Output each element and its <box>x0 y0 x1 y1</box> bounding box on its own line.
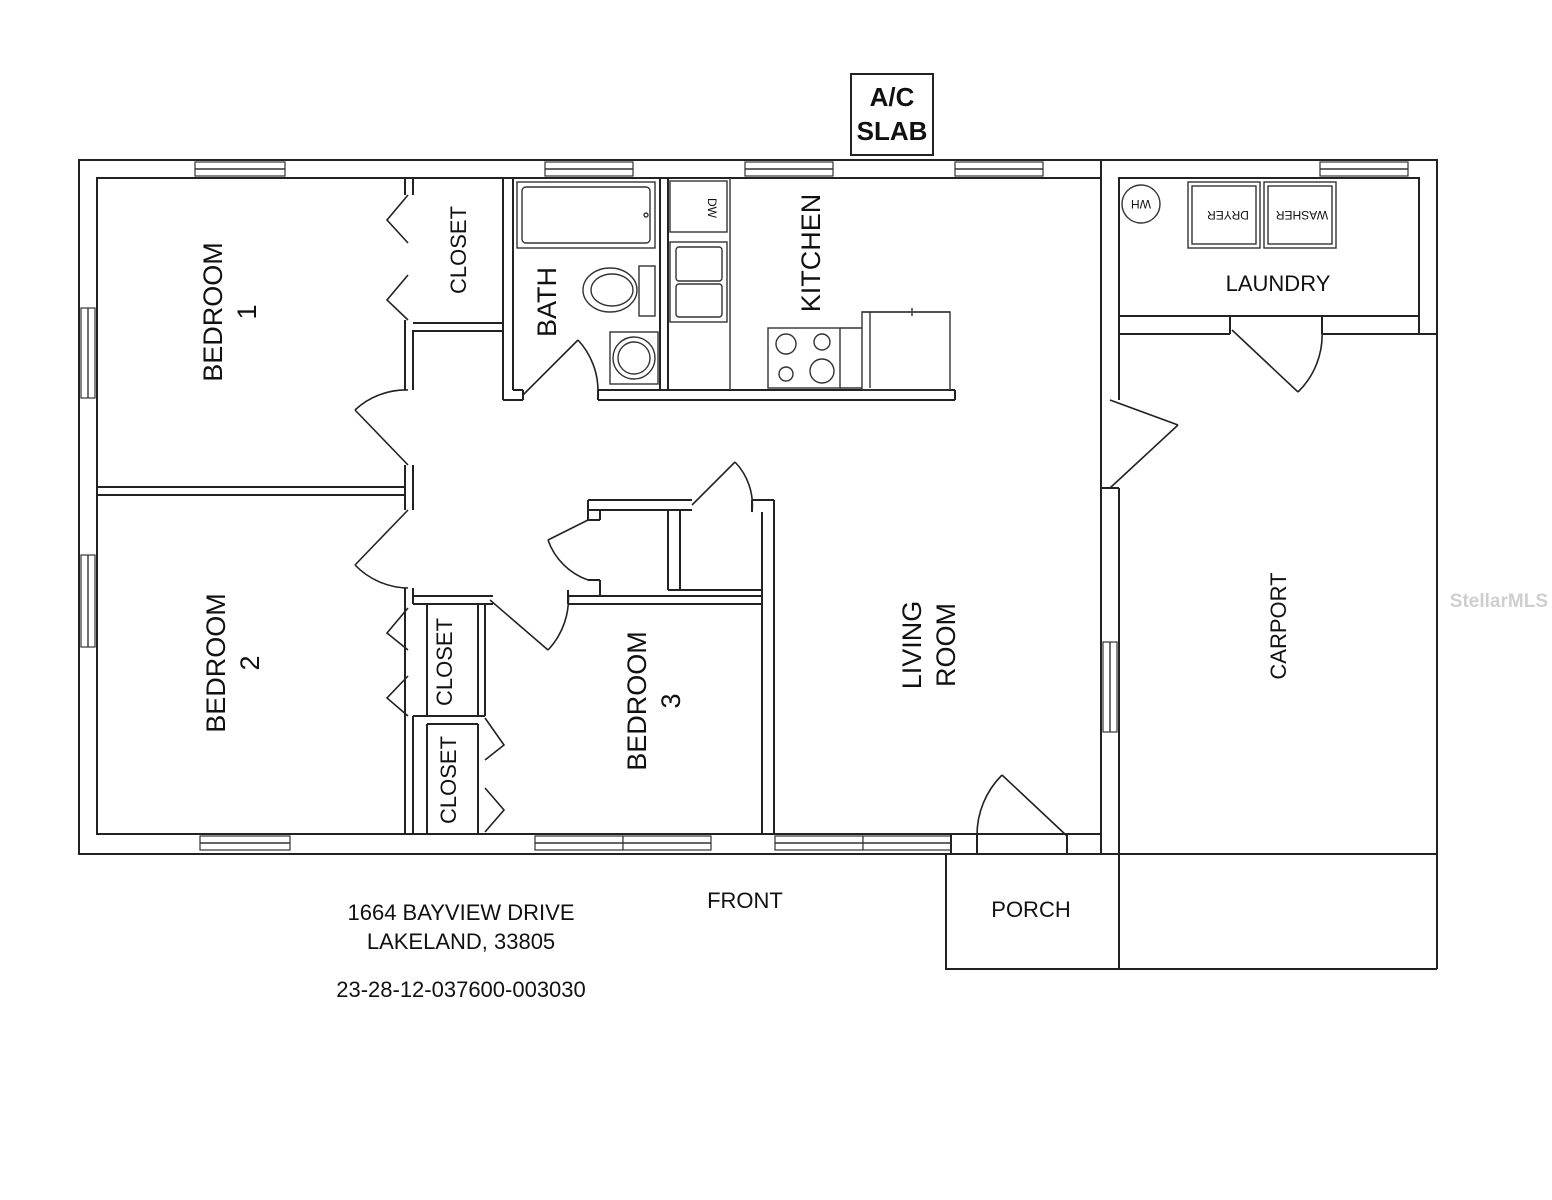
toilet-tank <box>638 265 656 317</box>
closet2-label: CLOSET <box>432 618 457 706</box>
laundry-label: LAUNDRY <box>1226 271 1331 296</box>
porch-label: PORCH <box>991 897 1070 922</box>
kitchen-label: KITCHEN <box>796 194 826 313</box>
bifold-doors <box>385 194 506 833</box>
refrigerator <box>861 311 951 391</box>
bedroom3-label-1: BEDROOM <box>622 631 652 771</box>
closet1-label: CLOSET <box>446 206 471 294</box>
bath-label: BATH <box>532 267 562 337</box>
room-labels: A/C SLAB BEDROOM 1 CLOSET BATH DW KITCHE… <box>198 82 1331 922</box>
water-heater <box>1121 184 1161 224</box>
front-wall <box>950 834 1102 854</box>
address-city: LAKELAND, 33805 <box>367 929 555 954</box>
bath-fixtures <box>516 181 659 385</box>
watermark: StellarMLS <box>1450 591 1548 612</box>
living-room-label-2: ROOM <box>931 603 961 687</box>
ac-slab-label-1: A/C <box>870 82 915 112</box>
bathtub <box>516 181 656 249</box>
ac-slab-label-2: SLAB <box>857 116 928 146</box>
address-street: 1664 BAYVIEW DRIVE <box>347 900 574 925</box>
bedroom2-label-1: BEDROOM <box>201 593 231 733</box>
carport-label: CARPORT <box>1266 572 1291 679</box>
doors <box>354 329 1323 837</box>
interior-walls <box>97 178 1419 970</box>
ac-slab <box>850 73 934 156</box>
porch-outline <box>945 853 1120 970</box>
washer <box>1263 181 1337 249</box>
windows <box>80 161 1409 851</box>
kitchen-fixtures <box>669 178 951 391</box>
bedroom2-label-2: 2 <box>235 655 265 670</box>
toilet-bowl <box>582 267 638 313</box>
dishwasher <box>669 180 728 233</box>
closet3-label: CLOSET <box>436 736 461 824</box>
front-label: FRONT <box>707 888 783 913</box>
laundry-fixtures <box>1121 181 1337 249</box>
stove <box>767 327 841 389</box>
dryer-label: DRYER <box>1207 208 1249 222</box>
dryer <box>1187 181 1261 249</box>
bedroom1-label-1: BEDROOM <box>198 242 228 382</box>
exterior-walls <box>78 159 1438 855</box>
bedroom3-label-2: 3 <box>656 693 686 708</box>
address-block: 1664 BAYVIEW DRIVE LAKELAND, 33805 23-28… <box>336 900 586 1002</box>
water-heater-label: WH <box>1131 197 1151 211</box>
parcel-id: 23-28-12-037600-003030 <box>336 977 586 1002</box>
dishwasher-label: DW <box>705 198 719 219</box>
washer-label: WASHER <box>1276 208 1329 222</box>
bedroom1-label-2: 1 <box>232 304 262 319</box>
bath-sink <box>609 331 659 385</box>
living-room-label-1: LIVING <box>897 601 927 690</box>
kitchen-sink <box>669 241 728 323</box>
